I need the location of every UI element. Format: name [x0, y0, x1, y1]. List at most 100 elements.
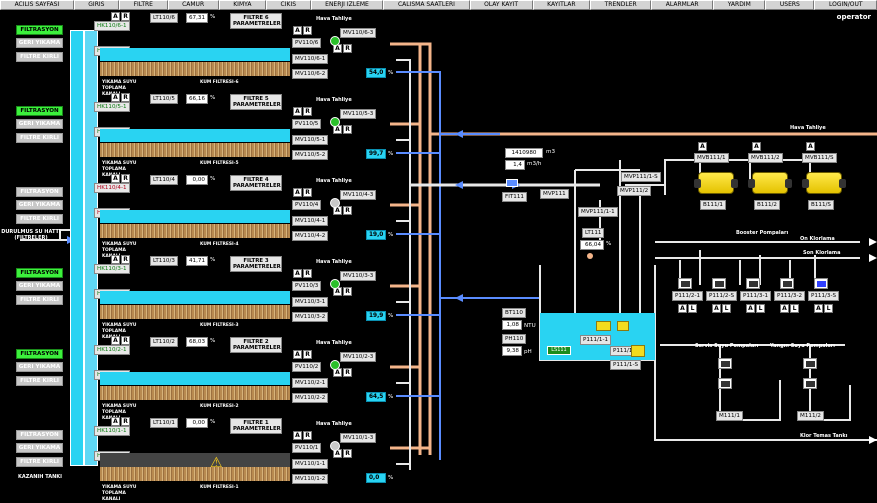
filtration-button[interactable]: FILTRASYON [16, 25, 63, 35]
dosing-pump-icon[interactable] [780, 278, 794, 289]
hk-top-tag[interactable]: HK110/1-1 [94, 426, 130, 436]
valve-a-button[interactable]: A [293, 431, 302, 440]
pump-p111-1-1-icon[interactable] [596, 321, 611, 331]
auto-r-button[interactable]: R [121, 417, 130, 426]
booster-valve-tag[interactable]: MVB111/2 [748, 153, 783, 163]
backwash-button[interactable]: GERI YIKAMA [16, 38, 63, 48]
booster-pump-tag[interactable]: B111/2 [754, 200, 780, 210]
dosing-pump-icon[interactable] [746, 278, 760, 289]
dosing-mode-button[interactable]: L [756, 304, 765, 313]
air-valve-tag[interactable]: MV110/5-3 [340, 109, 377, 119]
mvp111-2-tag[interactable]: MVP111/2 [617, 186, 652, 196]
valve-r-button[interactable]: R [303, 350, 312, 359]
p111-1-1-tag[interactable]: P111/1-1 [580, 335, 612, 345]
dosing-mode-button[interactable]: L [722, 304, 731, 313]
menu-item[interactable]: YARDIM [713, 0, 766, 10]
lt111-tag[interactable]: LT111 [582, 228, 605, 238]
backwash-button[interactable]: GERI YIKAMA [16, 362, 63, 372]
menu-item[interactable]: CAMUR [167, 0, 219, 10]
valve-status-icon[interactable] [330, 360, 340, 370]
dosing-mode-button[interactable]: L [790, 304, 799, 313]
mv-b-valve-tag[interactable]: MV110/1-2 [292, 474, 329, 484]
backwash-button[interactable]: GERI YIKAMA [16, 119, 63, 129]
booster-a-button[interactable]: A [752, 142, 761, 151]
ph110-tag[interactable]: PH110 [502, 334, 527, 344]
dosing-mode-button[interactable]: A [780, 304, 789, 313]
backwash-button[interactable]: GERI YIKAMA [16, 281, 63, 291]
level-transmitter-tag[interactable]: LT110/3 [150, 256, 178, 266]
filter-dirty-button[interactable]: FILTRE KIRLI [16, 376, 63, 386]
pv-valve-tag[interactable]: PV110/4 [292, 200, 322, 210]
valve-r-button[interactable]: R [343, 449, 352, 458]
level-transmitter-tag[interactable]: LT110/5 [150, 94, 178, 104]
auto-r-button[interactable]: R [121, 12, 130, 21]
booster-a-button[interactable]: A [698, 142, 707, 151]
valve-a-button[interactable]: A [293, 107, 302, 116]
menu-item[interactable]: FILTRE [119, 0, 168, 10]
dosing-mode-button[interactable]: A [712, 304, 721, 313]
dosing-pump-icon[interactable] [712, 278, 726, 289]
yangin-pump-2-icon[interactable] [803, 378, 817, 389]
menu-item[interactable]: USERS [765, 0, 815, 10]
booster-pump-icon[interactable] [802, 172, 846, 194]
auto-a-button[interactable]: A [111, 12, 120, 21]
servis-pump-2-icon[interactable] [718, 378, 732, 389]
pump-p111-1-s-icon[interactable] [631, 345, 645, 357]
dosing-pump-tag[interactable]: P111/3-S [808, 291, 840, 301]
booster-a-button[interactable]: A [806, 142, 815, 151]
valve-r-button[interactable]: R [303, 188, 312, 197]
menu-item[interactable]: TRENDLER [590, 0, 652, 10]
mv-b-valve-tag[interactable]: MV110/5-2 [292, 150, 329, 160]
pv-valve-tag[interactable]: PV110/5 [292, 119, 322, 129]
filtration-button[interactable]: FILTRASYON [16, 430, 63, 440]
menu-item[interactable]: CIKIS [265, 0, 311, 10]
hk-top-tag[interactable]: HK110/2-1 [94, 345, 130, 355]
level-transmitter-tag[interactable]: LT110/1 [150, 418, 178, 428]
m111-2-tag[interactable]: M111/2 [797, 411, 824, 421]
mvp111-tag[interactable]: MVP111 [540, 189, 569, 199]
mv-a-valve-tag[interactable]: MV110/6-1 [292, 54, 329, 64]
auto-r-button[interactable]: R [121, 93, 130, 102]
booster-valve-tag[interactable]: MVB111/1 [694, 153, 729, 163]
air-valve-tag[interactable]: MV110/2-3 [340, 352, 377, 362]
dosing-pump-tag[interactable]: P111/2-S [706, 291, 738, 301]
valve-status-icon[interactable] [330, 36, 340, 46]
filter-dirty-button[interactable]: FILTRE KIRLI [16, 133, 63, 143]
booster-pump-tag[interactable]: B111/S [808, 200, 834, 210]
filtration-button[interactable]: FILTRASYON [16, 268, 63, 278]
menu-item[interactable]: ALARMLAR [651, 0, 714, 10]
level-transmitter-tag[interactable]: LT110/4 [150, 175, 178, 185]
booster-valve-tag[interactable]: MVB111/S [802, 153, 837, 163]
menu-item[interactable]: ENERJI IZLEME [310, 0, 384, 10]
valve-a-button[interactable]: A [293, 26, 302, 35]
hk-top-tag[interactable]: HK110/5-1 [94, 102, 130, 112]
dosing-pump-icon[interactable] [678, 278, 692, 289]
valve-r-button[interactable]: R [343, 368, 352, 377]
pv-valve-tag[interactable]: PV110/1 [292, 443, 322, 453]
dosing-pump-tag[interactable]: P111/3-1 [740, 291, 772, 301]
auto-a-button[interactable]: A [111, 417, 120, 426]
valve-r-button[interactable]: R [343, 125, 352, 134]
dosing-pump-icon[interactable] [814, 278, 828, 289]
hk-top-tag[interactable]: HK110/3-1 [94, 264, 130, 274]
mv-a-valve-tag[interactable]: MV110/1-1 [292, 459, 329, 469]
air-valve-tag[interactable]: MV110/6-3 [340, 28, 377, 38]
m111-1-tag[interactable]: M111/1 [716, 411, 743, 421]
valve-r-button[interactable]: R [303, 26, 312, 35]
valve-a-button[interactable]: A [293, 350, 302, 359]
booster-pump-icon[interactable] [694, 172, 738, 194]
mv-a-valve-tag[interactable]: MV110/3-1 [292, 297, 329, 307]
filter-dirty-button[interactable]: FILTRE KIRLI [16, 457, 63, 467]
filter-dirty-button[interactable]: FILTRE KIRLI [16, 214, 63, 224]
mv-b-valve-tag[interactable]: MV110/4-2 [292, 231, 329, 241]
mvp111-1-s-tag[interactable]: MVP111/1-S [621, 172, 661, 182]
level-transmitter-tag[interactable]: LT110/6 [150, 13, 178, 23]
dosing-pump-tag[interactable]: P111/3-2 [774, 291, 806, 301]
auto-a-button[interactable]: A [111, 336, 120, 345]
dosing-pump-tag[interactable]: P111/2-1 [672, 291, 704, 301]
menu-item[interactable]: KIMYA [218, 0, 266, 10]
valve-r-button[interactable]: R [303, 107, 312, 116]
